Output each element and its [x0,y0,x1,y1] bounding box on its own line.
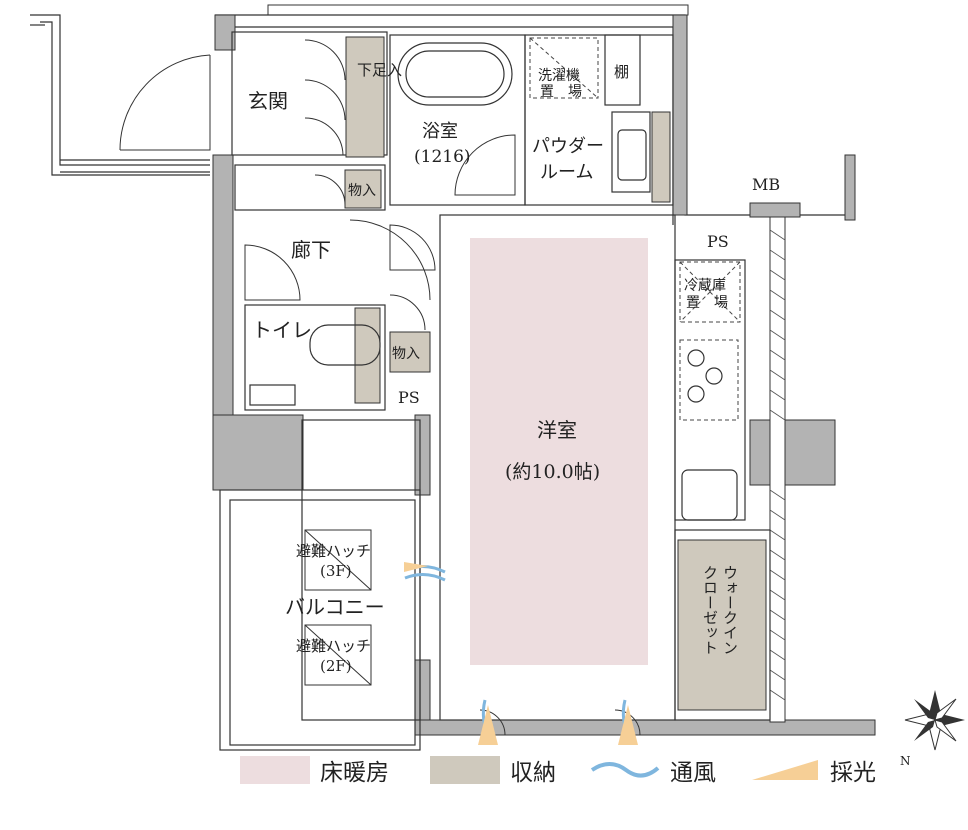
bath-size: (1216) [414,147,471,167]
ps-label-1: PS [707,232,729,251]
legend-storage: 収納 [430,750,556,790]
hatch-3f-label-2: (3F) [320,562,352,580]
storage-closet-2 [389,331,431,373]
storage-label-2: 物入 [392,346,420,362]
hatch-2f-label-2: (2F) [320,657,352,675]
entrance-label: 玄関 [248,89,288,113]
hatch-2f-label-1: 避難ハッチ [296,637,371,655]
walk-in-closet-label-1: ウォークイン [721,565,739,655]
ps-label-2: PS [398,388,420,407]
fridge-label-1: 冷蔵庫 [684,277,726,294]
shelf-label: 棚 [614,63,629,81]
compass-rose-icon [904,690,965,751]
western-room-size: (約10.0帖) [505,461,600,483]
legend-storage-label: 収納 [510,760,556,786]
toilet-label: トイレ [252,318,312,342]
shoe-box-storage [345,36,385,158]
western-room-label: 洋室 [537,418,577,442]
washer-label-1: 洗濯機 [538,68,580,84]
legend-ventilation-label: 通風 [670,760,716,786]
daylight-arrows [404,562,638,745]
legend-daylight: 採光 [750,750,876,790]
legend-floor-heating: 床暖房 [240,750,389,790]
daylight-icon [752,760,818,780]
washer-label-2: 置 場 [540,84,582,100]
legend-daylight-label: 採光 [830,760,876,786]
mb-label: MB [752,175,780,194]
powder-label-1: パウダー [532,136,604,157]
fridge-label-2: 置 場 [686,295,728,311]
storage-swatch [430,756,500,784]
compass-north-label: N [900,754,911,768]
storage-closet-1 [344,169,382,209]
structure-column [769,216,786,723]
ventilation-icon [590,762,660,778]
powder-label-2: ルーム [540,162,593,183]
balcony-label: バルコニー [285,595,385,619]
legend-ventilation: 通風 [590,750,716,790]
floor-heating-swatch [240,756,310,784]
walk-in-closet-storage [677,539,767,711]
floor-heating-area [470,238,648,665]
walk-in-closet-label-2: クローゼット [701,565,719,655]
shoe-box-label: 下足入 [357,61,402,79]
legend-floor-heating-label: 床暖房 [320,760,389,786]
legend: 床暖房 収納 通風 採光 [240,750,940,790]
hatch-3f-label-1: 避難ハッチ [296,542,371,560]
bath-label: 浴室 [422,121,458,142]
storage-label-1: 物入 [348,183,376,199]
hallway-label: 廊下 [291,238,331,262]
